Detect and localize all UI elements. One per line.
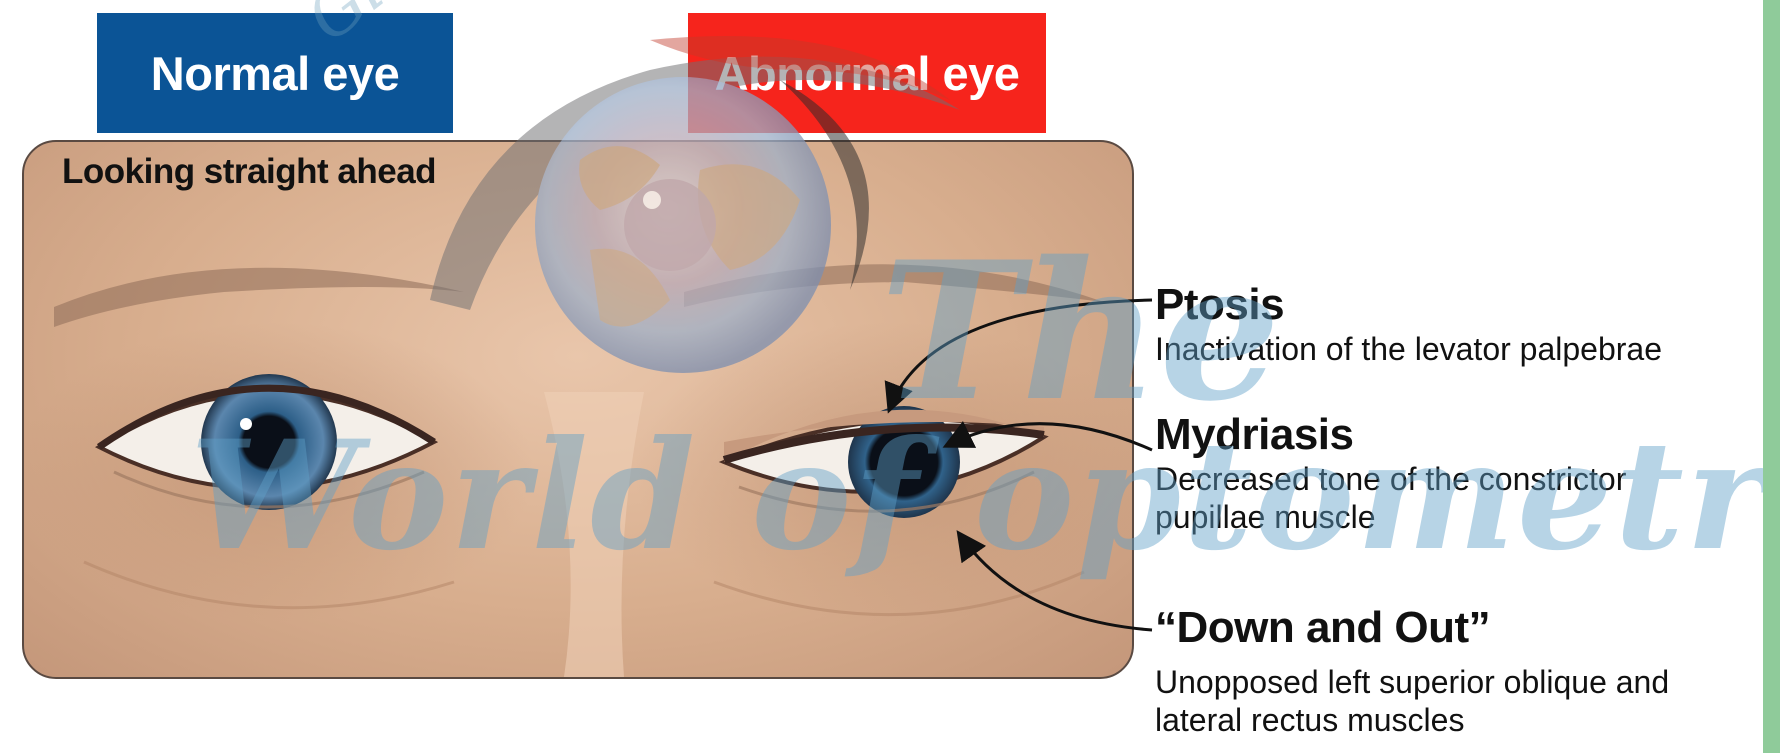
abnormal-eye-label: Abnormal eye [688, 13, 1046, 133]
view-label: Looking straight ahead [62, 152, 436, 192]
mydriasis-desc-line-1: Decreased tone of the constrictor [1155, 460, 1626, 498]
face-illustration [24, 142, 1132, 677]
abnormal-eye-label-text: Abnormal eye [715, 46, 1020, 101]
mydriasis-annotation: Mydriasis Decreased tone of the constric… [1155, 410, 1626, 536]
mydriasis-title: Mydriasis [1155, 410, 1626, 460]
down-and-out-desc-line-2: lateral rectus muscles [1155, 701, 1669, 739]
right-eyebrow [684, 264, 1104, 307]
down-and-out-annotation: “Down and Out” Unopposed left superior o… [1155, 603, 1669, 739]
normal-eye-label-text: Normal eye [151, 46, 399, 101]
ptosis-desc: Inactivation of the levator palpebrae [1155, 330, 1662, 368]
normal-eye-label: Normal eye [97, 13, 453, 133]
side-strip [1763, 0, 1780, 753]
ptosis-annotation: Ptosis Inactivation of the levator palpe… [1155, 280, 1662, 368]
face-illustration-panel: Looking straight ahead [22, 140, 1134, 679]
ptosis-title: Ptosis [1155, 280, 1662, 330]
normal-eye-glint [240, 418, 252, 430]
mydriasis-desc-line-2: pupillae muscle [1155, 498, 1626, 536]
left-eyebrow [54, 268, 464, 327]
down-and-out-title: “Down and Out” [1155, 603, 1669, 653]
nose-bridge [544, 392, 644, 677]
down-and-out-desc-line-1: Unopposed left superior oblique and [1155, 663, 1669, 701]
